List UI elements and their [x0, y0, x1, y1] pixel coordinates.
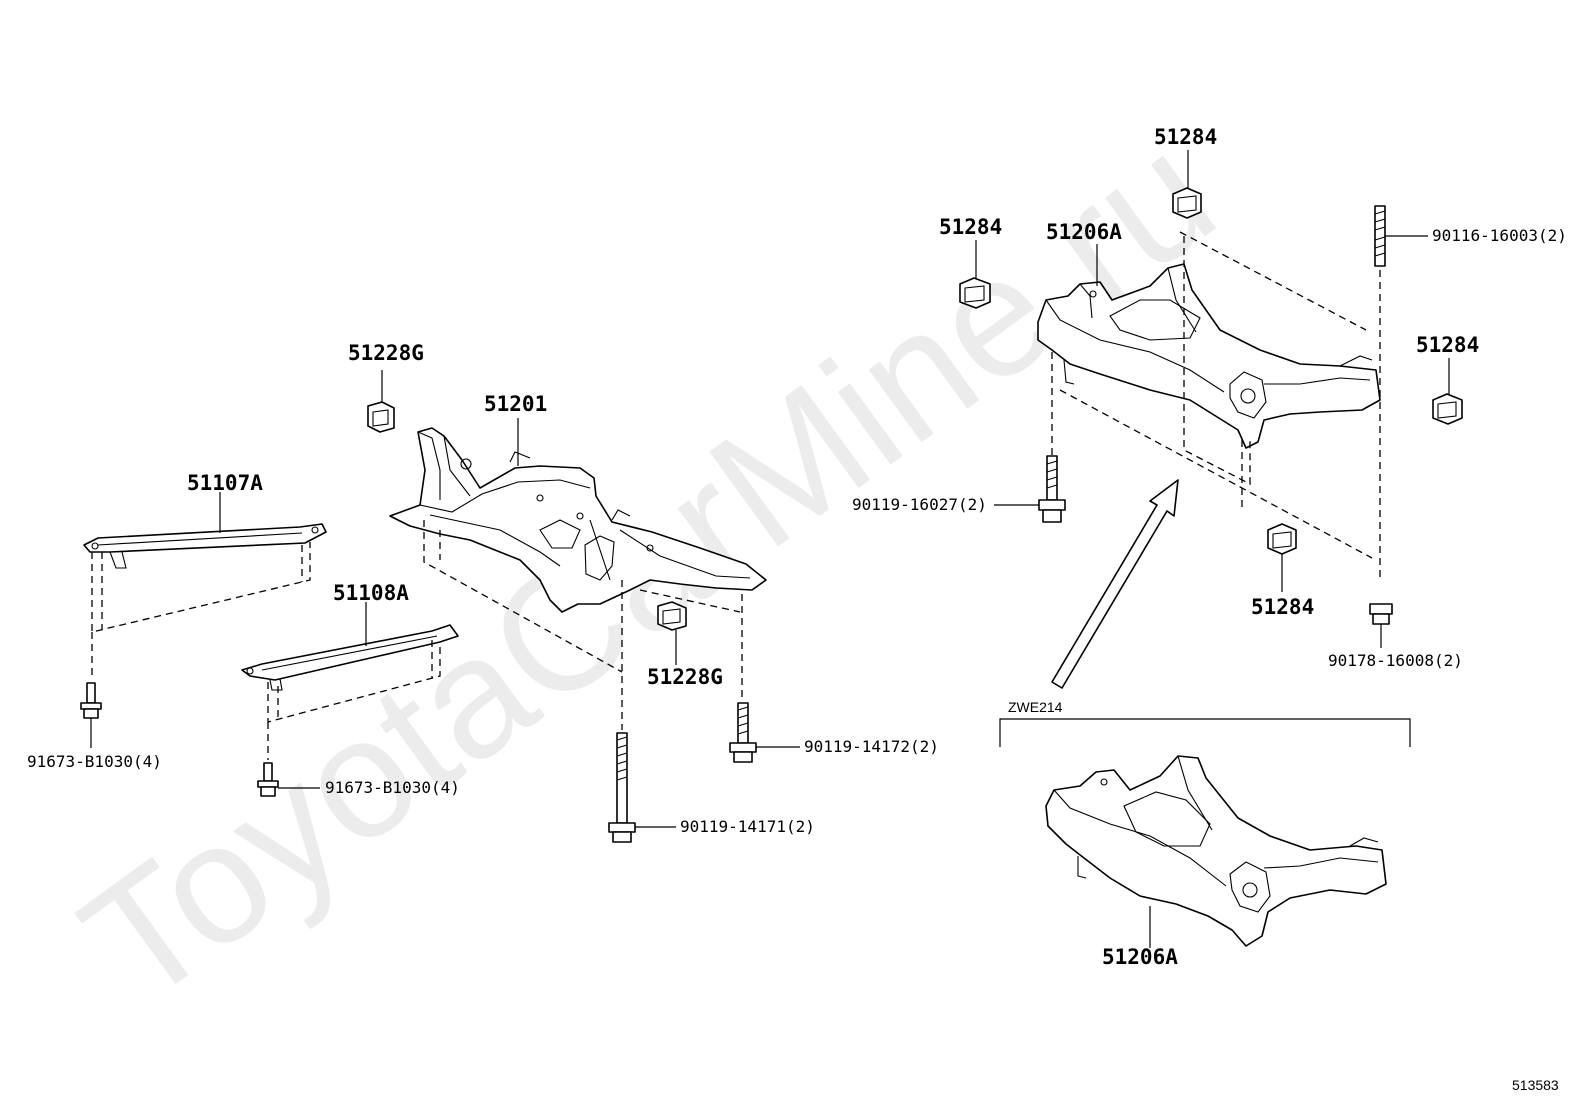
crossmember-51201[interactable]	[389, 427, 767, 613]
bolt-91673-b1030-front[interactable]	[80, 682, 102, 719]
crossmember-51206a-alt[interactable]	[1045, 755, 1387, 947]
label-91673-b1030-front: 91673-B1030(4)	[27, 752, 162, 771]
stopper-51284-left[interactable]	[959, 277, 991, 309]
model-group-bracket	[999, 718, 1411, 747]
label-91673-b1030-rear: 91673-B1030(4)	[325, 778, 460, 797]
stopper-51284-right[interactable]	[1432, 393, 1463, 425]
label-model-group: ZWE214	[1008, 699, 1063, 715]
bolt-90119-16027[interactable]	[1038, 455, 1066, 523]
label-51206a-alt: 51206A	[1102, 945, 1178, 969]
bolt-91673-b1030-rear[interactable]	[257, 762, 279, 797]
label-51206a: 51206A	[1046, 220, 1122, 244]
nut-90178-16008[interactable]	[1369, 603, 1393, 625]
stud-90116-16003[interactable]	[1374, 205, 1386, 267]
brace-51107a[interactable]	[83, 523, 327, 569]
label-90116-16003: 90116-16003(2)	[1432, 226, 1567, 245]
bolt-90119-14171[interactable]	[608, 732, 636, 843]
label-51284-bottom: 51284	[1251, 595, 1314, 619]
stopper-51284-bottom[interactable]	[1267, 523, 1297, 555]
crossmember-51206a[interactable]	[1037, 263, 1381, 449]
label-90119-14172: 90119-14172(2)	[804, 737, 939, 756]
label-51107a: 51107A	[187, 471, 263, 495]
stopper-51228g-upper[interactable]	[367, 401, 395, 433]
diagram-id: 513583	[1512, 1077, 1559, 1093]
label-51228g-lower: 51228G	[647, 665, 723, 689]
label-51284-left: 51284	[939, 215, 1002, 239]
label-51284-top: 51284	[1154, 125, 1217, 149]
label-51201: 51201	[484, 392, 547, 416]
stopper-51228g-lower[interactable]	[657, 601, 687, 631]
label-90178-16008: 90178-16008(2)	[1328, 651, 1463, 670]
brace-51108a[interactable]	[241, 624, 459, 691]
bolt-90119-14172[interactable]	[729, 702, 757, 763]
direction-arrow	[1051, 479, 1179, 689]
label-51108a: 51108A	[333, 581, 409, 605]
label-51284-right: 51284	[1416, 333, 1479, 357]
label-51228g-upper: 51228G	[348, 341, 424, 365]
label-90119-16027: 90119-16027(2)	[852, 495, 987, 514]
stopper-51284-top[interactable]	[1172, 187, 1202, 219]
label-90119-14171: 90119-14171(2)	[680, 817, 815, 836]
